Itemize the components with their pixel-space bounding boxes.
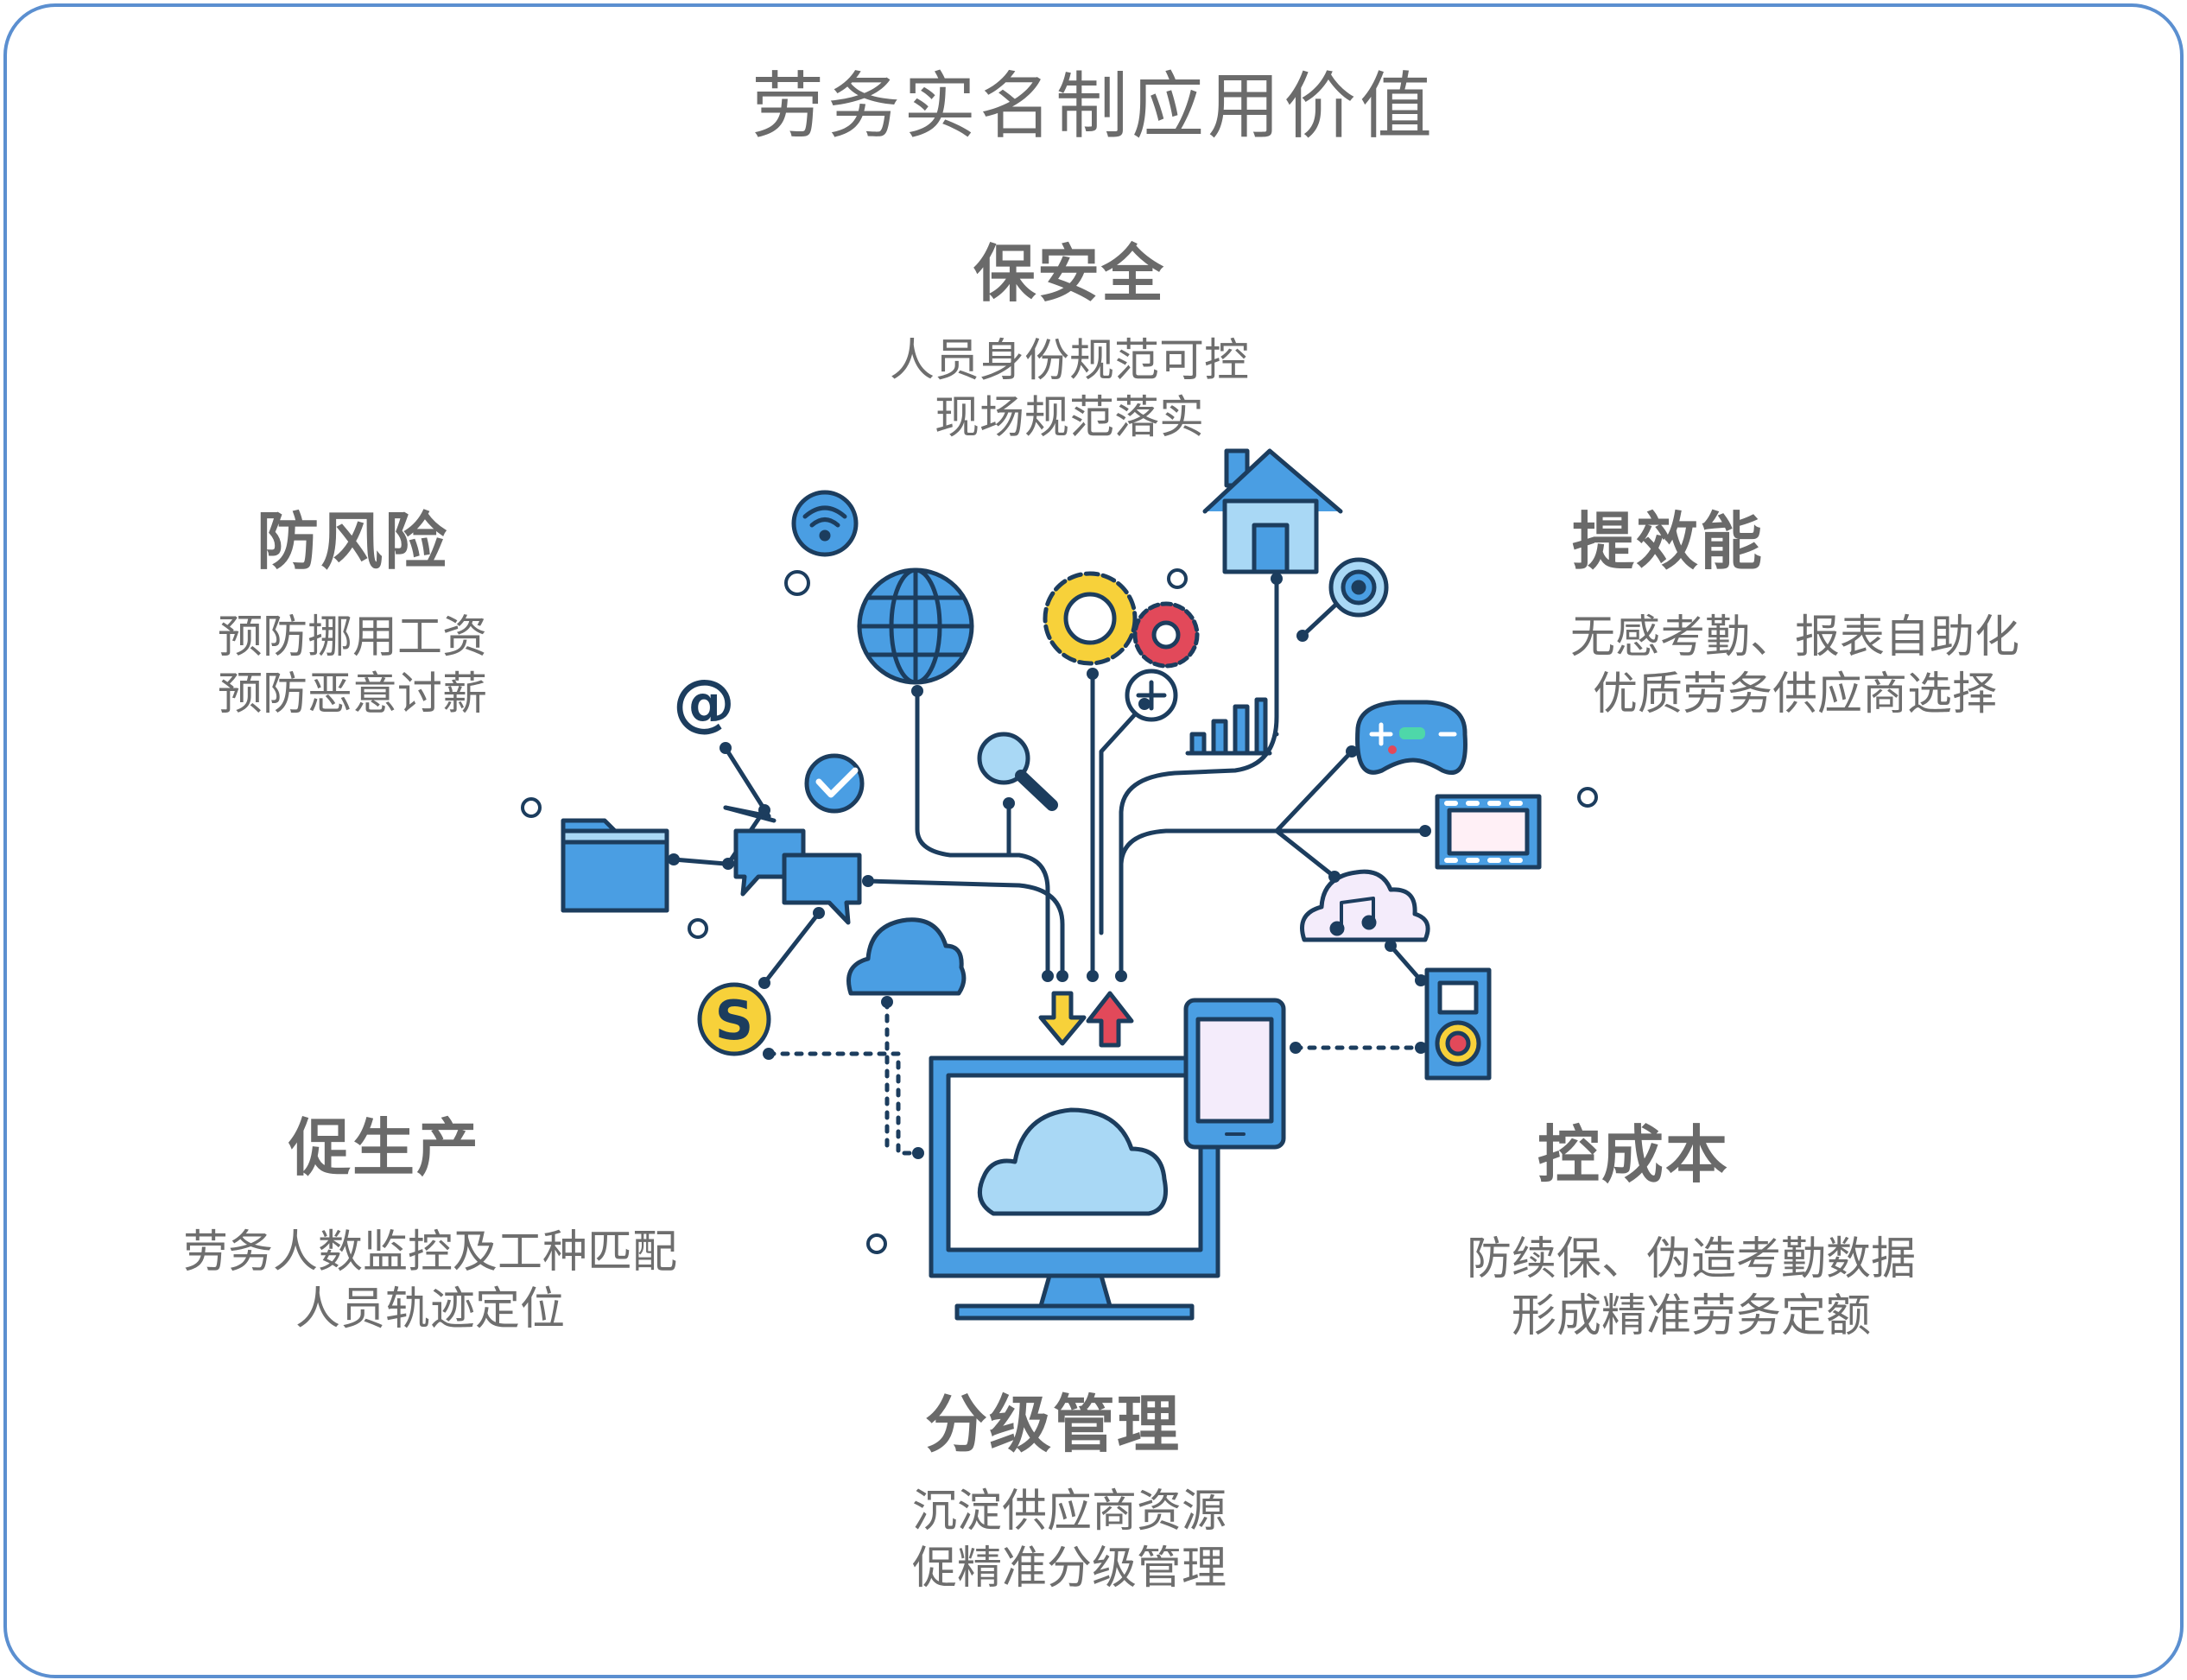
section-safety: 保安全 人员身份规范可控 现场规范落实 xyxy=(784,223,1354,447)
section-risk: 防风险 预防挪用工资 预防恶意讨薪 xyxy=(93,491,612,723)
section-heading: 促生产 xyxy=(288,1112,481,1184)
plus-icon xyxy=(1125,669,1178,722)
section-production: 促生产 劳务人数监控及工种匹配 人员轨迹定位 xyxy=(136,1097,724,1338)
wifi-icon xyxy=(791,490,859,557)
section-line: 促精准分级管理 xyxy=(911,1543,1227,1594)
target-icon xyxy=(1328,557,1389,618)
section-heading: 防风险 xyxy=(256,505,448,578)
section-heading: 提效能 xyxy=(1572,505,1765,578)
section-line: 预防恶意讨薪 xyxy=(217,669,487,720)
svg-text:@: @ xyxy=(673,666,735,739)
dotted-links xyxy=(766,999,1423,1156)
svg-text:S: S xyxy=(715,989,754,1052)
section-line: 现场规范落实 xyxy=(934,392,1204,444)
music-player-icon xyxy=(1424,967,1492,1081)
dollar-coin-icon: S xyxy=(697,982,771,1056)
tablet-icon xyxy=(1183,998,1286,1150)
monitor-cloud-icon xyxy=(929,1056,1220,1321)
chat-bubbles-icon xyxy=(733,828,862,925)
section-line: 优质劳务供应商选择 xyxy=(1592,669,1997,720)
section-line: 人员轨迹定位 xyxy=(295,1284,565,1335)
globe-icon xyxy=(857,567,974,685)
section-line: 防续保、伪造考勤数据 xyxy=(1466,1233,1916,1285)
arrow-up-icon xyxy=(1086,991,1134,1048)
film-strip-icon xyxy=(1435,794,1542,870)
house-icon xyxy=(1202,448,1343,574)
connector-dots xyxy=(668,573,1431,1159)
decorative-dots xyxy=(521,568,1598,1254)
connector-lines xyxy=(671,576,1428,986)
section-line: 沉淀供应商资源 xyxy=(911,1486,1227,1537)
section-heading: 控成本 xyxy=(1537,1119,1730,1191)
section-heading: 分级管理 xyxy=(925,1388,1182,1461)
at-sign-icon: @ xyxy=(673,666,735,739)
section-line: 预防挪用工资 xyxy=(217,612,487,663)
section-heading: 保安全 xyxy=(973,238,1165,310)
cloud-music-icon xyxy=(1300,869,1430,942)
gear-red-icon xyxy=(1132,601,1200,669)
check-icon xyxy=(804,753,865,814)
section-efficiency: 提效能 无感考勤、报表自助化 优质劳务供应商选择 xyxy=(1493,491,2097,723)
section-cost: 控成本 防续保、伪造考勤数据 形成精准劳务定额 xyxy=(1389,1104,1994,1345)
gamepad-icon xyxy=(1355,700,1468,775)
folder-icon xyxy=(561,818,669,913)
bar-chart-icon xyxy=(1185,697,1272,756)
arrow-down-icon xyxy=(1038,991,1087,1046)
magnifier-icon xyxy=(977,732,1058,811)
cloud-icon xyxy=(846,917,967,996)
section-line: 无感考勤、报表自助化 xyxy=(1569,612,2019,663)
diagram-frame: 劳务实名制应用价值 保安全 人员身份规范可控 现场规范落实 防风险 预防挪用工资… xyxy=(3,3,2184,1678)
section-line: 形成精准劳务定额 xyxy=(1511,1290,1871,1342)
section-management: 分级管理 沉淀供应商资源 促精准分级管理 xyxy=(767,1373,1372,1597)
section-line: 人员身份规范可控 xyxy=(889,335,1249,387)
section-line: 劳务人数监控及工种匹配 xyxy=(182,1227,677,1278)
page-title: 劳务实名制应用价值 xyxy=(751,64,1436,149)
gear-yellow-icon xyxy=(1043,571,1138,666)
